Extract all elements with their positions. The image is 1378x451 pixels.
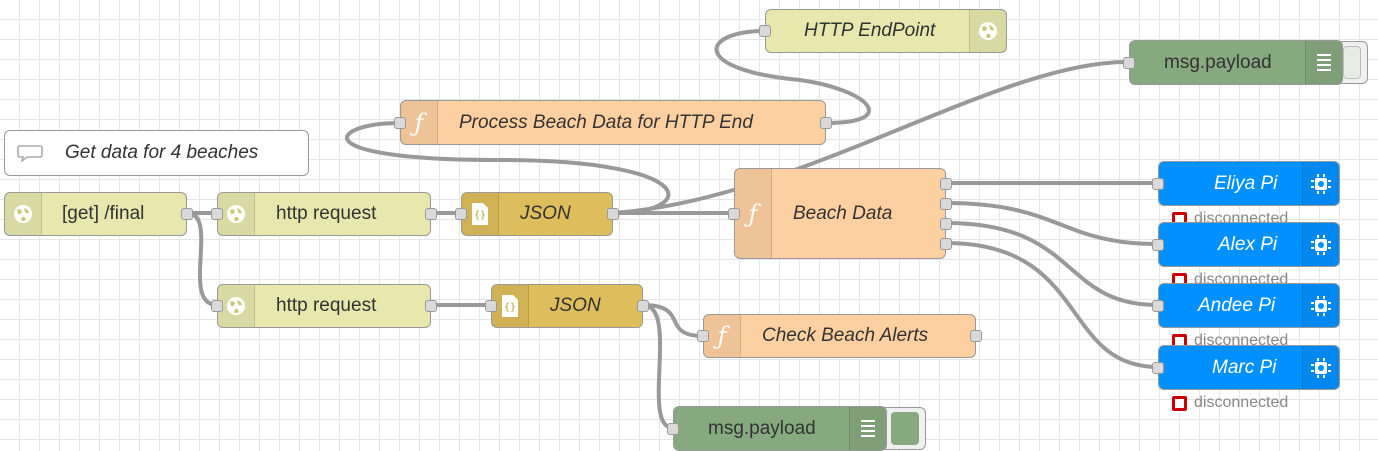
input-port[interactable] (1152, 239, 1164, 251)
wire-json2-to-debug2 (642, 303, 674, 430)
wire-beach-to-marc (945, 241, 1159, 369)
http-endpoint-node[interactable]: HTTP EndPoint (759, 9, 1007, 53)
pi-node-alex[interactable]: Alex Pi (1152, 222, 1340, 267)
node-label: msg.payload (1164, 51, 1272, 73)
output-port[interactable] (181, 208, 193, 220)
output-port-3[interactable] (940, 218, 952, 230)
globe-icon (5, 193, 42, 235)
output-port[interactable] (970, 330, 982, 342)
node-label: JSON (550, 295, 601, 316)
node-label: HTTP EndPoint (804, 20, 936, 41)
wire-beach-to-andee (945, 221, 1159, 307)
node-label: Marc Pi (1212, 356, 1277, 378)
node-label: Eliya Pi (1214, 172, 1278, 194)
function-icon: ƒ (704, 315, 741, 357)
status-square-icon (1172, 395, 1187, 411)
http-request-node[interactable]: http request (211, 192, 437, 236)
input-port[interactable] (211, 300, 223, 312)
globe-icon (969, 10, 1006, 52)
input-port[interactable] (667, 423, 679, 435)
list-icon (849, 407, 886, 450)
beach-data-function-node[interactable]: ƒ Beach Data (728, 168, 952, 259)
braces-icon: {} (462, 193, 499, 235)
status-disconnected-marc: disconnected (1172, 394, 1288, 412)
output-port[interactable] (607, 208, 619, 220)
input-port[interactable] (1152, 300, 1164, 312)
node-label: msg.payload (708, 417, 816, 439)
braces-icon: {} (492, 285, 529, 327)
node-label: http request (276, 295, 377, 316)
output-port[interactable] (425, 300, 437, 312)
input-port[interactable] (1152, 178, 1164, 190)
output-port-1[interactable] (940, 178, 952, 190)
chip-icon (1302, 223, 1339, 266)
function-icon: ƒ (401, 101, 438, 144)
json-node-2[interactable]: {} JSON (485, 284, 649, 328)
output-port-4[interactable] (940, 238, 952, 250)
svg-text:{}: {} (504, 302, 516, 313)
wire-json1-to-debug1 (612, 59, 1130, 215)
status-text: disconnected (1194, 332, 1289, 349)
output-port[interactable] (425, 208, 437, 220)
input-port[interactable] (759, 25, 771, 37)
node-label: Process Beach Data for HTTP End (459, 111, 753, 133)
comment-label: Get data for 4 beaches (65, 142, 259, 163)
input-port[interactable] (1152, 362, 1164, 374)
chip-icon (1302, 162, 1339, 205)
input-port[interactable] (697, 330, 709, 342)
chip-icon (1302, 346, 1339, 389)
http-in-node[interactable]: [get] /final (4, 192, 193, 236)
globe-icon (218, 285, 255, 327)
pi-node-eliya[interactable]: Eliya Pi (1152, 161, 1340, 206)
input-port[interactable] (211, 208, 223, 220)
input-port[interactable] (728, 208, 740, 220)
pi-node-marc[interactable]: Marc Pi (1152, 345, 1340, 390)
list-icon (1305, 41, 1342, 84)
status-disconnected-andee: disconnected (1172, 332, 1288, 350)
input-port[interactable] (485, 300, 497, 312)
check-alerts-function-node[interactable]: ƒ Check Beach Alerts (697, 314, 982, 358)
debug-node-2[interactable]: msg.payload (667, 406, 887, 451)
chip-icon (1302, 284, 1339, 327)
wire-get-to-http2 (186, 211, 218, 307)
input-port[interactable] (1123, 57, 1135, 69)
speech-bubble-icon (17, 145, 43, 162)
debug-node[interactable]: msg.payload (1123, 40, 1343, 85)
node-label: Check Beach Alerts (762, 325, 929, 346)
globe-icon (218, 193, 255, 235)
node-label: Alex Pi (1218, 233, 1278, 255)
input-port[interactable] (455, 208, 467, 220)
wire-process-to-endpoint (714, 29, 871, 125)
node-label: [get] /final (62, 203, 145, 224)
wire-json2-to-alerts (642, 303, 704, 338)
function-icon: ƒ (735, 169, 772, 258)
output-port[interactable] (820, 117, 832, 129)
input-port[interactable] (394, 117, 406, 129)
output-port-2[interactable] (940, 198, 952, 210)
node-label: http request (276, 203, 377, 224)
node-label: Andee Pi (1198, 294, 1276, 316)
wire-beach-to-alex (945, 201, 1159, 246)
svg-text:{}: {} (474, 210, 486, 221)
process-beach-function-node[interactable]: ƒ Process Beach Data for HTTP End (394, 100, 832, 145)
pi-node-andee[interactable]: Andee Pi (1152, 283, 1340, 328)
http-request-node-2[interactable]: http request (211, 284, 437, 328)
debug-toggle-button-2[interactable] (882, 407, 926, 450)
node-label: JSON (520, 203, 571, 224)
debug-toggle-button[interactable] (1338, 41, 1368, 84)
node-label: Beach Data (793, 202, 893, 224)
comment-node[interactable]: Get data for 4 beaches (4, 130, 309, 176)
output-port[interactable] (637, 300, 649, 312)
status-text: disconnected (1194, 394, 1289, 411)
json-node[interactable]: {} JSON (455, 192, 619, 236)
wire-json1-to-process (345, 121, 671, 215)
